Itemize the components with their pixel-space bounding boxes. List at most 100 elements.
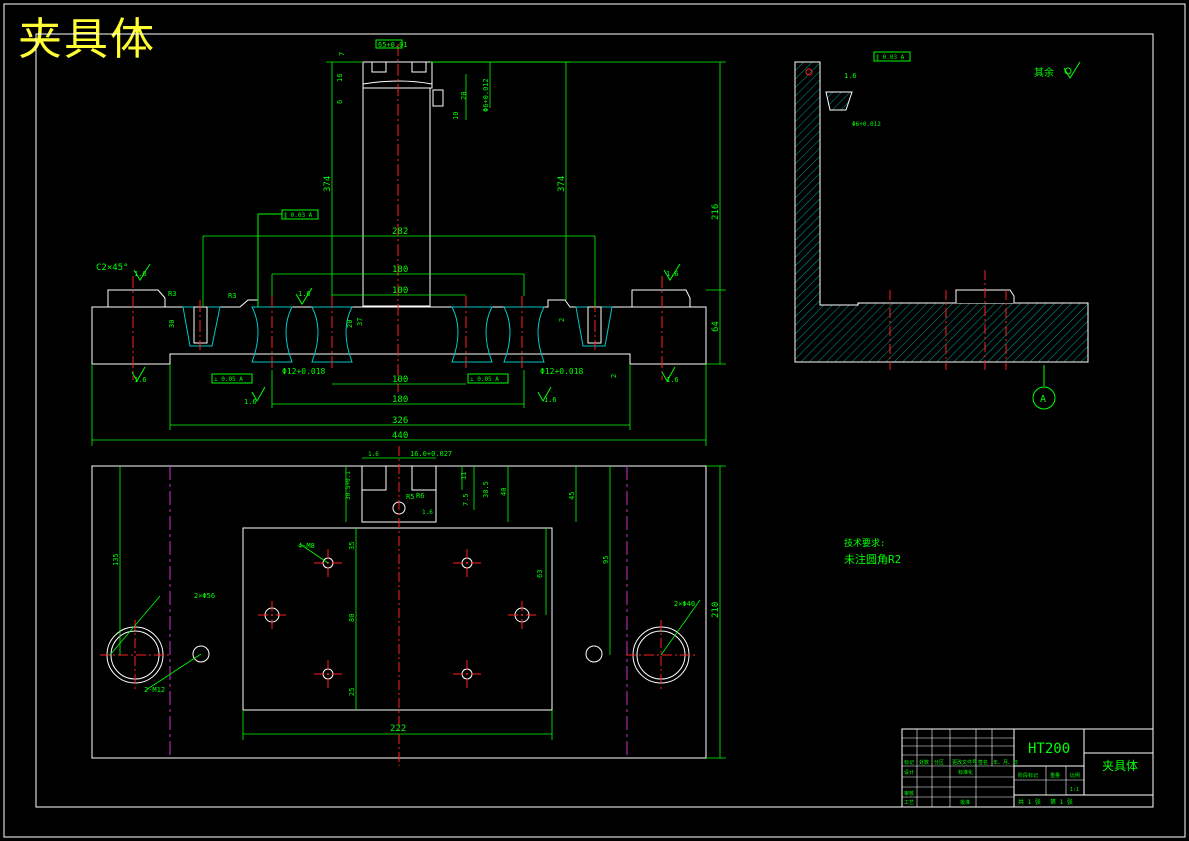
fcf-left-text: ⊥ 0.05 A	[214, 376, 243, 383]
tb-material: HT200	[1028, 741, 1070, 757]
outer-border	[3, 3, 1186, 838]
dim-216: 216	[711, 204, 721, 220]
dim-20: 20	[460, 92, 468, 100]
dim-180-bottom: 180	[392, 395, 408, 405]
dim-bore-left: Φ12+0.018	[282, 367, 326, 376]
tb-r2-6: 比例	[1070, 772, 1080, 779]
tb-part-name: 夹具体	[1102, 759, 1138, 773]
dim-tol-upper: 65+0.01	[378, 41, 408, 49]
tb-r3-6: 1:1	[1070, 787, 1079, 793]
fcf-right-text: ⊥ 0.05 A	[470, 376, 499, 383]
rough-3: 1.6	[298, 290, 311, 298]
tb-r4-2: 批准	[960, 799, 970, 806]
tb-r1-0: 标记	[904, 759, 914, 766]
label-4-m8: 4-M8	[298, 542, 315, 550]
other-rough-symbol	[1063, 61, 1081, 79]
rough-b: 1.6	[422, 509, 433, 516]
tb-r1-3: 更改文件号	[952, 759, 977, 766]
rough-a: 1.6	[368, 451, 379, 458]
dim-374-left: 374	[323, 176, 333, 192]
tb-r4-0: 工艺	[904, 800, 914, 806]
top-raised-plate	[242, 527, 553, 711]
side-rough: 1.6	[844, 72, 857, 80]
tb-r2-5: 重量	[1050, 772, 1060, 779]
dim-7-5: 7.5	[462, 493, 470, 506]
dim-7: 7	[338, 52, 346, 56]
dim-r3a: R3	[168, 290, 176, 298]
dim-95: 95	[602, 556, 610, 564]
rough-2: 1.6	[666, 270, 679, 278]
dim-100-top: 100	[392, 286, 408, 296]
dim-r5: R5	[406, 493, 414, 501]
label-2x40: 2×Φ40	[674, 600, 695, 608]
side-top-lug	[825, 91, 853, 111]
side-centerlines	[889, 270, 1007, 372]
dim-30: 30	[168, 320, 176, 328]
side-tol: Φ6+0.012	[852, 121, 881, 128]
notes-heading: 技术要求:	[844, 537, 885, 549]
front-boss-left	[107, 289, 166, 307]
dim-16: 16	[336, 74, 344, 82]
inner-border	[35, 33, 1154, 808]
other-rough-circle	[1064, 67, 1072, 75]
dim-64: 64	[711, 321, 721, 332]
dim-37: 37	[356, 318, 364, 326]
dim-180-top: 180	[392, 265, 408, 275]
rough-7: 1.6	[544, 396, 557, 404]
rough-5: 1.6	[666, 376, 679, 384]
top-centerlines	[100, 446, 696, 766]
dim-63: 63	[536, 570, 544, 578]
front-column-head	[362, 61, 433, 89]
top-view: 16.0+0.027 30.5+0.1 7.5 30.5 40 11 45 13…	[91, 446, 726, 766]
side-fcf-text: ∥ 0.03 A	[876, 54, 905, 61]
tb-r1-1: 处数	[919, 759, 929, 766]
dim-135: 135	[112, 553, 120, 566]
tb-r2-2: 标准化	[958, 769, 973, 776]
tb-r2-0: 设计	[904, 769, 914, 776]
dim-small-tol: 30.5+0.1	[345, 471, 352, 500]
dim-slot-width: 16.0+0.027	[410, 450, 452, 458]
hole-m12-left	[192, 645, 210, 663]
dim-374-right: 374	[557, 176, 567, 192]
dim-25: 25	[348, 688, 356, 696]
side-top-hole	[805, 68, 813, 76]
front-head-slot-2	[411, 61, 427, 73]
tb-r1-4: 签名	[978, 759, 988, 766]
front-view: 440 326 282 180 100 100 180 216 64 374 3…	[91, 39, 726, 446]
dim-222: 222	[390, 724, 406, 734]
notes-line1: 未注圆角R2	[844, 552, 901, 566]
dim-40: 40	[500, 488, 508, 496]
dim-80: 80	[348, 614, 356, 622]
front-boss-right	[631, 289, 691, 307]
other-rough-label: 其余	[1034, 66, 1054, 79]
tb-r4-4: 共 1 张	[1018, 798, 1041, 806]
side-section	[794, 61, 1089, 363]
tb-r1-5: 年、月、日	[993, 759, 1018, 766]
tb-r1-2: 分区	[934, 759, 944, 766]
side-view: A ∥ 0.03 A 1.6 Φ6+0.012 其余	[794, 51, 1089, 410]
dim-20b: 20	[346, 320, 354, 328]
dim-2b: 2	[610, 374, 618, 378]
dim-tol-0012: Φ6+0.012	[482, 78, 490, 112]
title-block: 标记 处数 分区 更改文件号 签名 年、月、日 设计 标准化 阶段标记 重量 比…	[901, 728, 1154, 808]
dim-210: 210	[711, 602, 721, 618]
plate-holes	[264, 501, 530, 680]
dim-2a: 2	[558, 318, 566, 322]
front-base	[91, 299, 707, 365]
dim-chamfer: C2×45°	[96, 263, 129, 273]
rough-1: 1.6	[134, 270, 147, 278]
label-2-m12: 2-M12	[144, 686, 165, 694]
label-2x56: 2×Φ56	[194, 592, 215, 600]
fcf-top-text: ∥ 0.03 A	[284, 212, 313, 219]
side-fcf-box	[873, 51, 911, 62]
dim-45: 45	[568, 492, 576, 500]
front-head-slot	[371, 61, 387, 73]
front-fcf-boxes	[211, 39, 509, 384]
dim-100-bottom: 100	[392, 375, 408, 385]
front-roughness-symbols	[131, 263, 681, 403]
front-dimension-lines	[91, 61, 726, 446]
front-head-pin	[432, 89, 444, 107]
rough-4: 1.6	[134, 376, 147, 384]
dim-r3b: R3	[228, 292, 236, 300]
